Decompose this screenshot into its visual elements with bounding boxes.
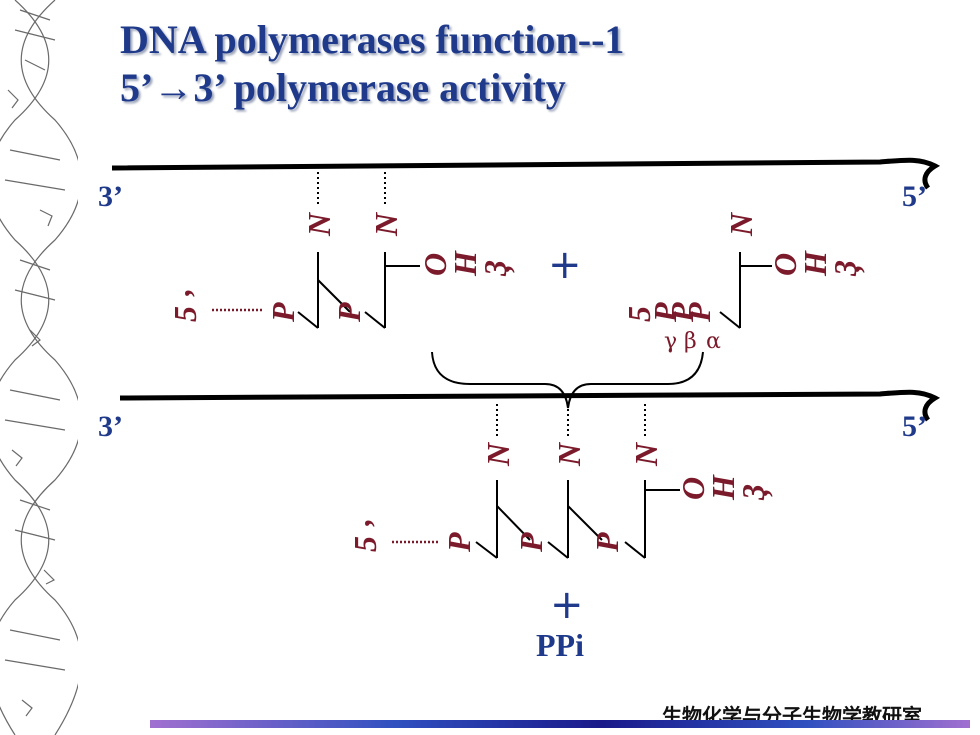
base-n-b1: N [480,441,516,467]
three-prime-mark-bottom: ’ [755,489,791,500]
oh-h-top: H [447,250,483,277]
bottom-strand-3prime-label: 3’ [98,410,123,443]
oh-h-bottom: H [705,474,741,501]
plus-sign-top: + [548,242,582,288]
slide-title: DNA polymerases function--1 5’→3’ polyme… [120,16,624,112]
three-prime-bottom: 3 [735,484,771,501]
five-prime-mark-bottom: ’ [357,519,393,530]
three-prime-mark-dntp: ’ [847,265,883,276]
base-n-2: N [368,211,404,237]
oh-o-dntp: O [767,253,803,276]
phosphate-beta: P [664,302,700,323]
base-n-b3: N [628,441,664,467]
extended-chain-bottom: N N N P P P 5 ’ O H 3 ’ [347,404,791,559]
five-prime-label-top: 5 [167,306,203,322]
three-prime-top: 3 [477,260,513,277]
template-strand-bottom [119,389,941,422]
plus-sign-bottom: + [550,582,584,628]
top-strand-5prime-label: 5’ [902,180,927,213]
base-n-1: N [301,211,337,237]
phosphate-p-1: P [265,302,301,323]
three-prime-mark-top: ’ [497,265,533,276]
gamma-label: γ [664,329,677,354]
growing-chain-top: N N P P 5 ’ O H 3 ’ [167,172,533,329]
five-prime-label-dntp: 5 [621,306,657,322]
oh-h-dntp: H [797,250,833,277]
phosphate-b1: P [441,532,477,553]
base-n-b2: N [551,441,587,467]
base-n-dntp: N [723,211,759,237]
template-strand-top [111,157,941,190]
incoming-dntp: N 5 P P P O H 3 ’ γ β α [621,211,883,354]
five-prime-mark-top: ’ [177,289,213,300]
title-line-2: 5’→3’ polymerase activity [120,65,566,110]
phosphate-alpha: P [681,302,717,323]
dna-helix-decoration [0,0,78,735]
phosphate-p-2: P [331,302,367,323]
top-strand-3prime-label: 3’ [98,180,123,213]
five-prime-label-bottom: 5 [347,536,383,552]
joining-brace [431,351,704,409]
title-line-1: DNA polymerases function--1 [120,17,625,62]
alpha-label: α [706,329,721,354]
phosphate-b3: P [589,532,625,553]
ppi-label: PPi [536,627,584,663]
footer-gradient-bar [150,720,970,728]
three-prime-dntp: 3 [827,260,863,277]
phosphate-b2: P [513,532,549,553]
beta-label: β [684,329,697,354]
oh-o-top: O [417,253,453,276]
bottom-strand-5prime-label: 5’ [902,410,927,443]
oh-o-bottom: O [675,477,711,500]
phosphate-gamma: P [647,302,683,323]
